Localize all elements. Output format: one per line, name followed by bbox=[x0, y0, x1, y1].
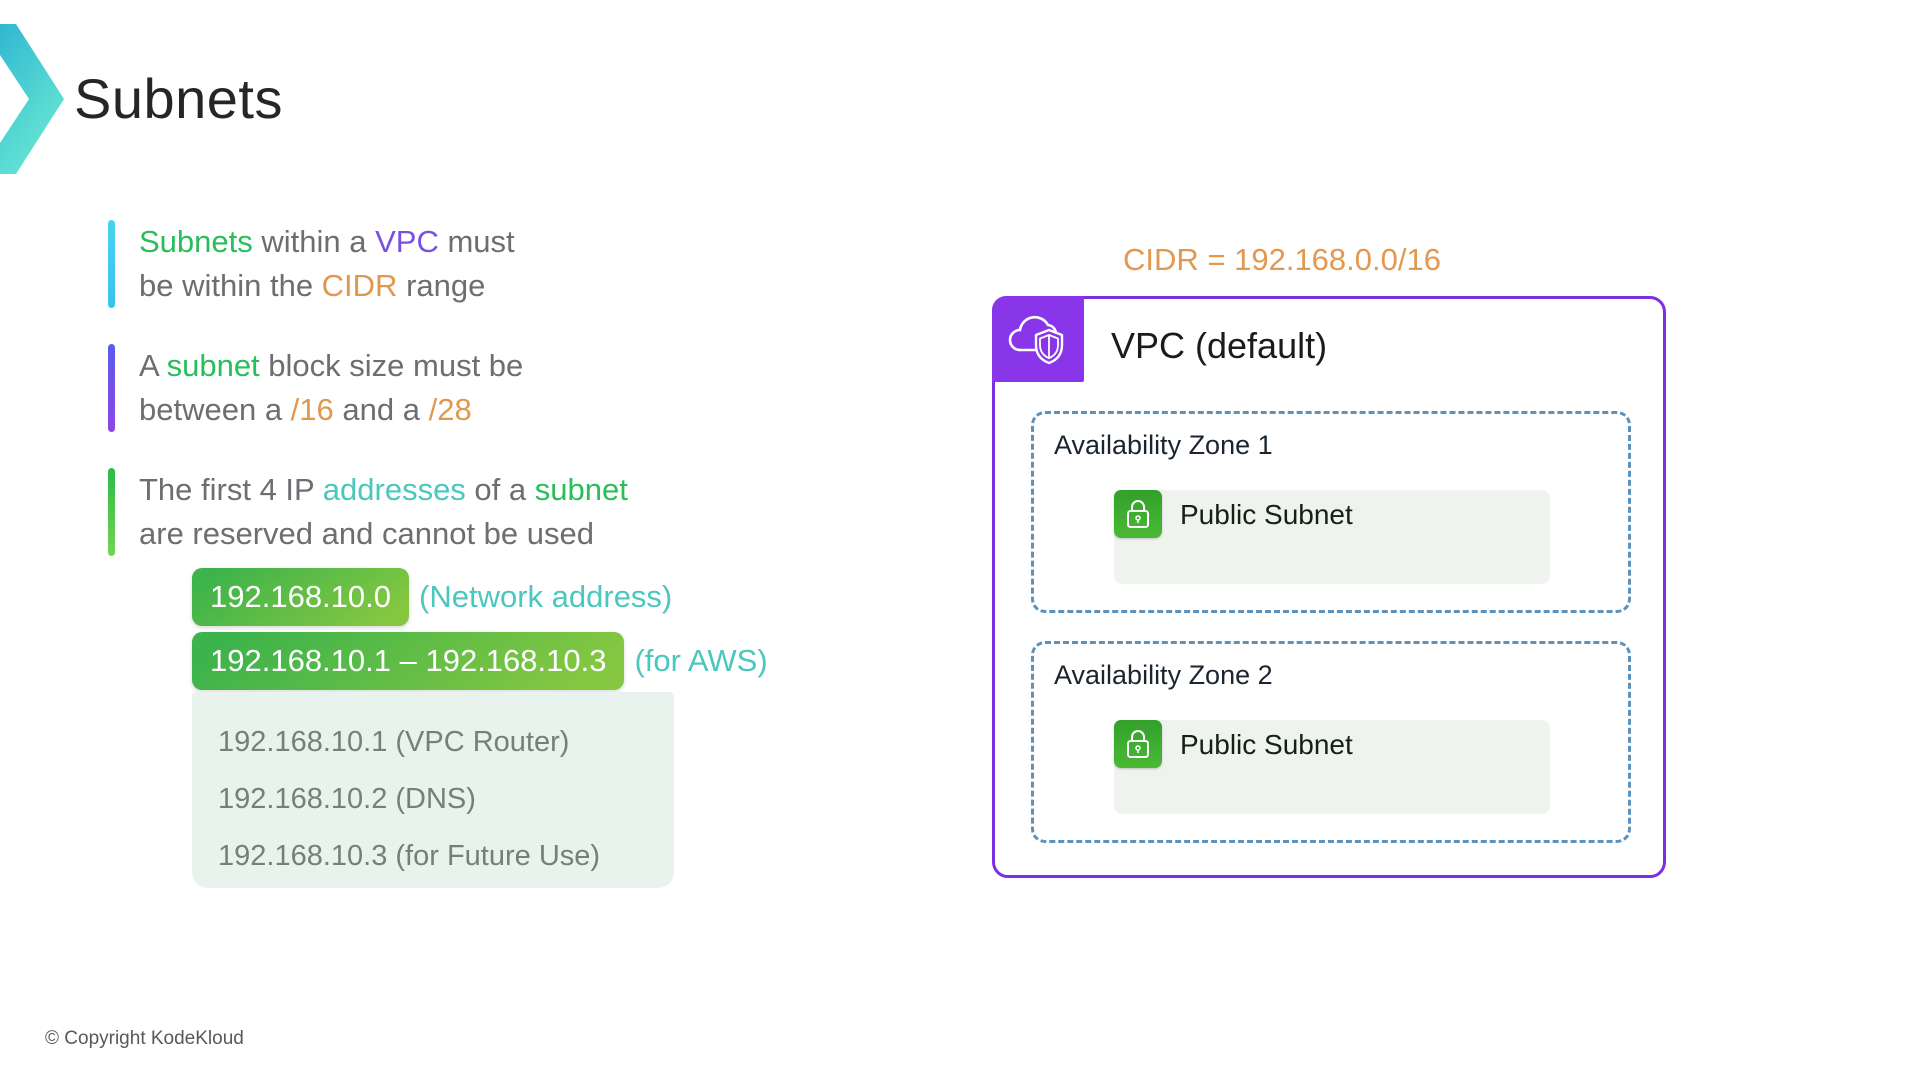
az-label: Availability Zone 2 bbox=[1054, 660, 1273, 690]
bullet-line: are reserved and cannot be used bbox=[139, 512, 628, 556]
ip-chip-note: (for AWS) bbox=[634, 643, 768, 678]
public-subnet-panel: Public Subnet bbox=[1114, 720, 1550, 814]
ip-chip-network-address: 192.168.10.0 bbox=[192, 568, 410, 626]
subnet-label: Public Subnet bbox=[1180, 729, 1353, 760]
aws-reserved-row: 192.168.10.1 – 192.168.10.3 (for AWS) bbox=[192, 632, 768, 690]
list-item: 192.168.10.1 (VPC Router) bbox=[218, 726, 570, 758]
vpc-icon-badge bbox=[992, 296, 1084, 382]
bullet-line: A subnet block size must be bbox=[139, 344, 523, 388]
subnet-label: Public Subnet bbox=[1180, 499, 1353, 530]
text-segment: CIDR bbox=[321, 268, 398, 303]
text-segment: and a bbox=[333, 392, 429, 427]
text-segment: range bbox=[397, 268, 486, 303]
vpc-box: VPC (default) Availability Zone 1 Public… bbox=[992, 296, 1666, 878]
bullet-line: The first 4 IP addresses of a subnet bbox=[139, 468, 628, 512]
text-segment: block size must be bbox=[259, 348, 524, 383]
list-item: 192.168.10.3 (for Future Use) bbox=[218, 840, 601, 872]
bullet-line: be within the CIDR range bbox=[139, 264, 515, 308]
kodekloud-chevron-logo bbox=[0, 24, 64, 174]
lock-icon bbox=[1127, 730, 1149, 758]
network-address-row: 192.168.10.0 (Network address) bbox=[192, 568, 672, 626]
text-segment: /28 bbox=[428, 392, 472, 427]
lock-icon bbox=[1127, 500, 1149, 528]
text-segment: are reserved and cannot be used bbox=[139, 516, 594, 551]
bullet-accent-bar bbox=[108, 220, 115, 308]
bullet-text: Subnets within a VPC must be within the … bbox=[139, 220, 515, 308]
bullet-accent-bar bbox=[108, 344, 115, 432]
availability-zone-2: Availability Zone 2 Public Subnet bbox=[1031, 641, 1631, 843]
text-segment: VPC bbox=[375, 224, 439, 259]
text-segment: Subnets bbox=[139, 224, 253, 259]
public-subnet-panel: Public Subnet bbox=[1114, 490, 1550, 584]
cidr-label: CIDR = 192.168.0.0/16 bbox=[1123, 242, 1441, 277]
availability-zone-1: Availability Zone 1 Public Subnet bbox=[1031, 411, 1631, 613]
ip-chip-note: (Network address) bbox=[419, 579, 673, 614]
az-label: Availability Zone 1 bbox=[1054, 430, 1273, 460]
lock-icon-badge bbox=[1114, 720, 1162, 768]
list-item: 192.168.10.2 (DNS) bbox=[218, 783, 476, 815]
bullet-reserved-ips: The first 4 IP addresses of a subnet are… bbox=[108, 468, 628, 556]
bullet-accent-bar bbox=[108, 468, 115, 556]
text-segment: /16 bbox=[290, 392, 334, 427]
vpc-title: VPC (default) bbox=[1111, 325, 1328, 366]
page-title: Subnets bbox=[74, 67, 283, 130]
bullet-line: Subnets within a VPC must bbox=[139, 220, 515, 264]
text-segment: be within the bbox=[139, 268, 322, 303]
text-segment: between a bbox=[139, 392, 291, 427]
bullet-text: The first 4 IP addresses of a subnet are… bbox=[139, 468, 628, 556]
text-segment: A bbox=[139, 348, 167, 383]
bullet-cidr-range: Subnets within a VPC must be within the … bbox=[108, 220, 515, 308]
text-segment: subnet bbox=[534, 472, 628, 507]
text-segment: addresses bbox=[322, 472, 466, 507]
bullet-block-size: A subnet block size must be between a /1… bbox=[108, 344, 523, 432]
cloud-shield-icon bbox=[1008, 315, 1064, 365]
text-segment: within a bbox=[252, 224, 376, 259]
copyright-footer: © Copyright KodeKloud bbox=[45, 1028, 244, 1049]
lock-icon-badge bbox=[1114, 490, 1162, 538]
reserved-ip-list: 192.168.10.1 (VPC Router) 192.168.10.2 (… bbox=[192, 692, 674, 888]
text-segment: The first 4 IP bbox=[139, 472, 323, 507]
text-segment: of a bbox=[465, 472, 535, 507]
text-segment: subnet bbox=[166, 348, 260, 383]
ip-chip-aws-range: 192.168.10.1 – 192.168.10.3 bbox=[192, 632, 625, 690]
bullet-text: A subnet block size must be between a /1… bbox=[139, 344, 523, 432]
bullet-line: between a /16 and a /28 bbox=[139, 388, 523, 432]
text-segment: must bbox=[438, 224, 515, 259]
